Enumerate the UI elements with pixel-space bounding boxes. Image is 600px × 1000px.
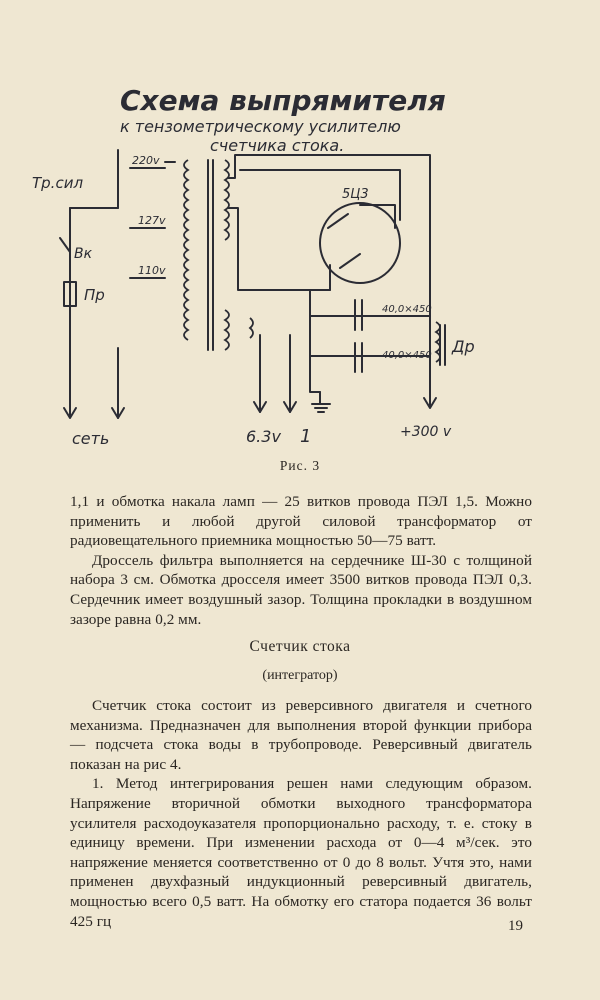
label-127v: 127v <box>138 214 166 227</box>
paragraph-transformer: 1,1 и обмотка накала ламп — 25 витков пр… <box>70 493 532 550</box>
diagram-title-line2: к тензометрическому усилителю <box>120 117 401 136</box>
paragraph-counter: Счетчик стока состоит из реверсивного дв… <box>70 697 532 773</box>
label-tube: 5Ц3 <box>342 187 369 202</box>
paragraph-choke: Дроссель фильтра выполняется на сердечни… <box>70 551 532 628</box>
label-cap1: 40,0×450 <box>382 304 432 315</box>
label-300v: +300 v <box>400 424 452 440</box>
label-set: сеть <box>72 429 109 448</box>
upper-text-block: 1,1 и обмотка накала ламп — 25 витков пр… <box>70 492 532 629</box>
label-vk: Вк <box>74 246 93 262</box>
diagram-title-line1: Схема выпрямителя <box>120 84 446 117</box>
section-subtitle: (интегратор) <box>262 668 338 683</box>
figure-caption: Рис. 3 <box>279 458 321 473</box>
lower-text-block: Счетчик стока состоит из реверсивного дв… <box>70 696 532 931</box>
diagram-title-line3: счетчика стока. <box>210 136 344 155</box>
page-number: 19 <box>508 918 523 934</box>
label-cap2: 40,0×450 <box>382 350 432 361</box>
label-tr-sil: Тр.сил <box>32 174 83 192</box>
label-110v: 110v <box>138 264 166 277</box>
label-choke: Др <box>451 337 475 356</box>
label-1: 1 <box>300 426 311 447</box>
paragraph-method: 1. Метод интегрирования решен нами следу… <box>70 775 532 930</box>
label-pr: Пр <box>84 286 105 304</box>
label-220v: 220v <box>132 154 160 167</box>
label-6-3v: 6.3v <box>246 427 281 446</box>
rectifier-circuit-diagram: Схема выпрямителя к тензометрическому ус… <box>32 84 475 448</box>
section-title: Счетчик стока <box>249 638 351 655</box>
